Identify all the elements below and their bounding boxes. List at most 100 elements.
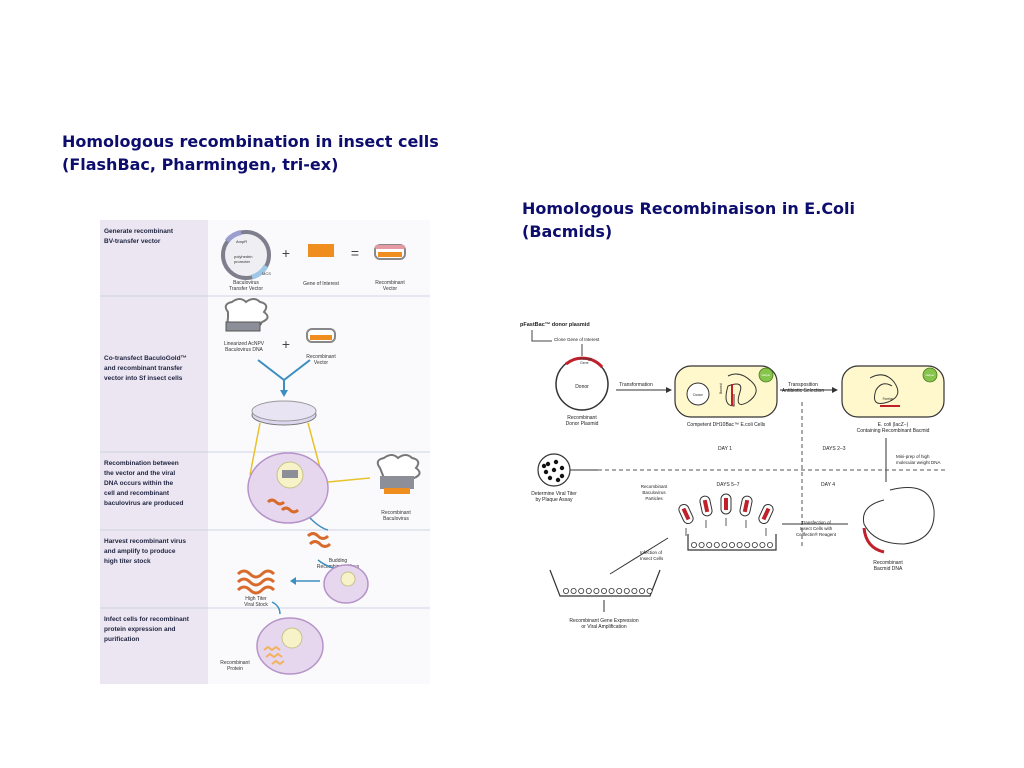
determine-label: by Plaque Assay [536,497,573,503]
budding-virus [306,532,332,548]
insect-cell [728,541,735,548]
step-text: Generate recombinant [104,228,174,235]
virion-core [742,499,750,513]
antibiotic-label: Antibiotic Selection [782,388,824,394]
expression-label: Recombinant Gene Expression [569,618,638,624]
insect-cell [766,541,773,548]
insect-cell [608,587,615,594]
plus-sign: + [282,336,290,352]
expression-label: or Viral Amplification [581,624,626,630]
recombinant-foreign-gene-label: Foreign [883,397,894,401]
helper-plasmid [758,367,774,383]
recombinant-protein-label: Recombinant [220,660,250,666]
infect-arrow [271,601,281,615]
insect-cell [690,541,697,548]
insect-cell [698,541,705,548]
well-cells [690,541,773,548]
bacmid-dna [725,373,757,407]
expression-well-cells [563,587,653,594]
recombinant-bacmid-loop [869,374,899,404]
heading-line: Homologous recombination in insect cells [62,132,439,151]
gene-of-interest [308,244,334,257]
recombinant-vector-insert [375,245,405,249]
insect-cell [563,587,570,594]
donor-in-cell-label: Donor [693,393,703,397]
step-text: protein expression and [104,626,176,633]
step-band [100,220,208,296]
step-text: and amplify to produce [104,548,176,555]
transfection-label: Cellfectin® Reagent [796,531,837,537]
step-band [100,530,208,608]
days23-label: DAYS 2–3 [823,446,846,452]
days57-label: DAYS 5–7 [717,482,740,488]
bacmid-dna-label: Bacmid DNA [874,566,903,572]
insect-cell [706,541,713,548]
recombinant-protein-label: Protein [227,666,243,672]
promoter-region [251,264,269,280]
expression-well [549,569,661,597]
recombinant-donor-label: Donor Plasmid [566,421,599,427]
infection-label: Insect Cells [640,556,664,561]
insect-cell [578,587,585,594]
recombinant-helper [922,367,938,383]
helper-label: Helper [762,373,771,377]
linearized-dna-band [225,321,261,332]
transformation-arrowhead [666,387,672,393]
high-titer-label: High Titer [245,596,267,602]
insect-cell [623,587,630,594]
plaque [543,469,549,475]
insect-cell [721,541,728,548]
insect-cell [593,587,600,594]
plaque [553,459,559,465]
bacmid-dna-gene [862,527,885,554]
step-text: Infect cells for recombinant [104,616,190,623]
insect-cell [585,587,592,594]
particles-label: Baculovirus [642,490,666,495]
particles-label: Recombinant [641,484,668,489]
equals-sign: = [351,245,359,261]
recombinant-vector-2-label: Vector [314,360,329,366]
step-band [100,296,208,452]
recombinant-vector-label: Recombinant [375,280,405,286]
plaque [541,463,547,469]
recombinant-ecoli-cell [841,365,945,418]
particles-label: Particles [645,496,663,501]
determine-label: Determine Viral Titer [531,491,577,497]
cotransfection-arrowhead [280,390,288,397]
miniprep-label: Mini-prep of high [896,454,930,459]
insect-cell [631,587,638,594]
step-text: high titer stock [104,558,151,565]
plaque [559,465,565,471]
recombinant-baculovirus-label: Baculovirus [383,516,409,522]
recombinant-protein-art [263,645,285,666]
recombinant-helper-label: Helper [926,373,935,377]
step-text: BV-transfer vector [104,238,161,245]
petri-dish-top [251,400,317,422]
transformation-label: Transformation [619,382,653,388]
miniprep-label: molecular weight DNA [896,460,941,465]
step-text: Harvest recombinant virus [104,538,186,545]
polyhedrin-label: polyhedrin [234,254,252,259]
step-text: vector into Sf insect cells [104,375,183,382]
day1-label: DAY 1 [718,446,732,452]
promoter-label: promoter [234,259,251,264]
insect-cell [751,541,758,548]
bacmid-label: Bacmid [719,383,723,394]
virion-core [761,507,771,521]
step-text: baculovirus are produced [104,500,183,507]
high-titer-label: Viral Stock [244,602,268,608]
donor-in-cell [686,382,710,406]
recombinant-vector-gene [378,252,402,257]
gene-of-interest-label: Gene of Interest [303,281,339,287]
step-text: purification [104,636,139,643]
recombinant-vector-2-label: Recombinant [306,354,336,360]
plaque-spots [541,459,565,483]
nucleus-virus [282,470,298,478]
bacmid-dna-label: Recombinant [873,560,903,566]
insect-cell [601,587,608,594]
amp-marker [225,230,242,243]
containing-label: Containing Recombinant Bacmid [857,428,930,434]
heading-line: (Bacmids) [522,222,613,241]
harvest-arrowhead [290,577,296,585]
